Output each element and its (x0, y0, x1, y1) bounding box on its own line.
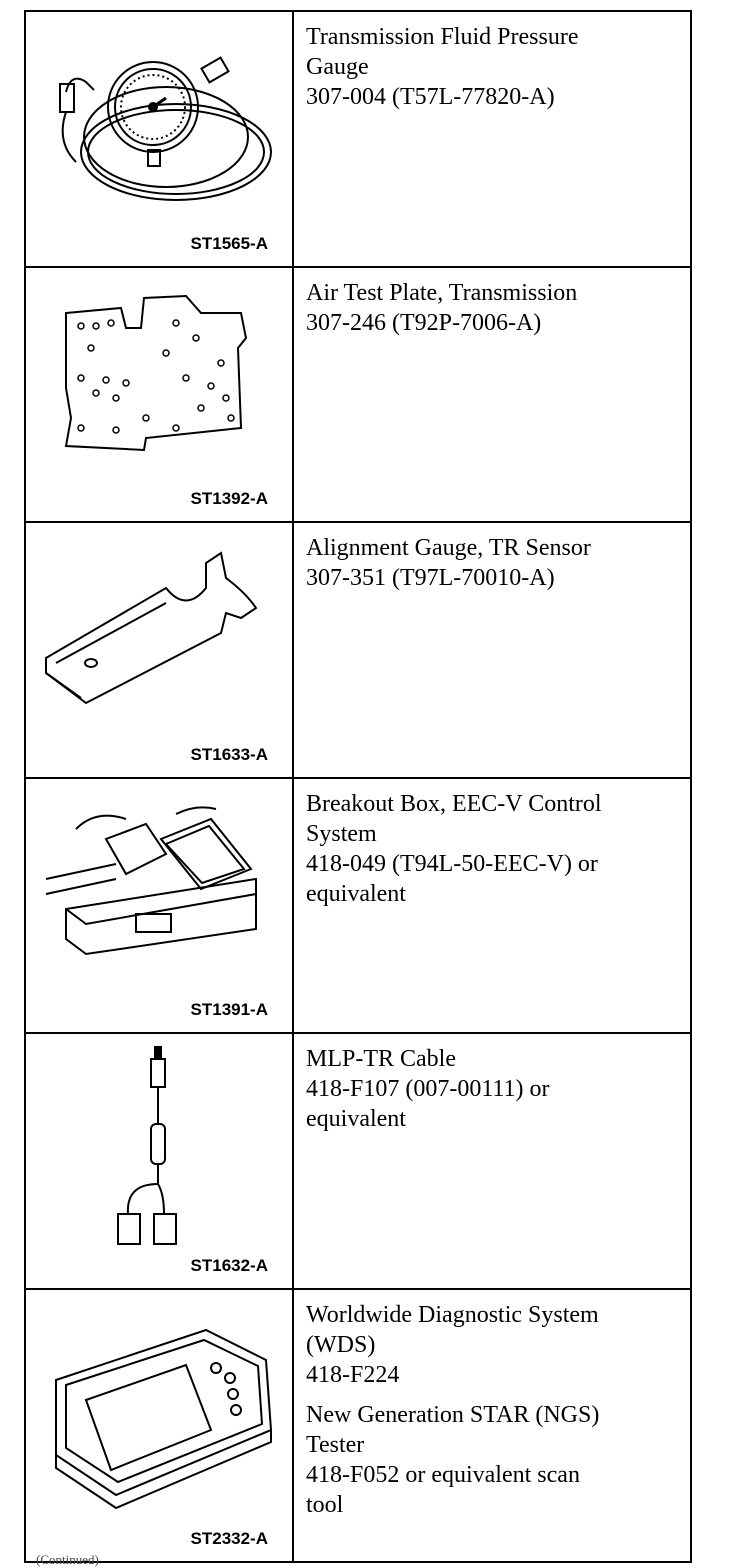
tool-description: Alignment Gauge, TR Sensor 307-351 (T97L… (294, 523, 690, 777)
description-line: 307-246 (T92P-7006-A) (306, 309, 542, 336)
tool-illustration-cell: ST1392-A (26, 267, 294, 521)
description-line: Worldwide Diagnostic System (306, 1301, 599, 1328)
pressure-gauge-icon (59, 56, 272, 201)
description-line: Air Test Plate, Transmission (306, 279, 578, 306)
continued-note: (Continued) (36, 1552, 99, 1567)
air-test-plate-icon (64, 294, 248, 451)
description-line: Transmission Fluid Pressure (306, 24, 579, 50)
tool-row: ST1633-A Alignment Gauge, TR Sensor 307-… (26, 523, 690, 779)
tool-row: ST1632-A MLP-TR Cable 418-F107 (007-0011… (26, 1034, 690, 1290)
tool-illustration-cell: ST1633-A (26, 523, 294, 777)
tool-row: ST1391-A Breakout Box, EEC-V Control Sys… (26, 778, 690, 1034)
tool-description: Air Test Plate, Transmission 307-246 (T9… (294, 268, 690, 522)
tool-row: ST2332-A Worldwide Diagnostic System (WD… (26, 1289, 690, 1561)
tool-code: ST1392-A (190, 489, 268, 508)
description-line: System (306, 820, 377, 847)
tool-row: ST1565-A Transmission Fluid Pressure Gau… (26, 12, 690, 268)
tool-illustration-cell: ST1565-A (26, 12, 294, 266)
description-line: 418-F224 (306, 1361, 400, 1388)
description-line: New Generation STAR (NGS) (306, 1401, 600, 1428)
description-line: equivalent (306, 880, 406, 907)
description-line: 307-004 (T57L-77820-A) (306, 84, 555, 110)
tool-code: ST1633-A (190, 744, 268, 764)
tool-illustration-cell: ST1632-A (26, 1034, 294, 1288)
breakout-box-icon (45, 805, 257, 955)
description-line: Gauge (306, 54, 369, 80)
tool-description: Transmission Fluid Pressure Gauge 307-00… (294, 12, 690, 266)
description-line: Breakout Box, EEC-V Control (306, 790, 602, 817)
description-line: equivalent (306, 1106, 406, 1132)
tool-code: ST1565-A (190, 233, 268, 253)
tool-illustration-cell: ST2332-A (26, 1289, 294, 1561)
description-line: Tester (306, 1431, 365, 1458)
tool-description: Breakout Box, EEC-V Control System 418-0… (294, 779, 690, 1033)
tool-illustration-cell: ST1391-A (26, 778, 294, 1032)
tool-description: Worldwide Diagnostic System (WDS) 418-F2… (294, 1290, 690, 1561)
description-line: MLP-TR Cable (306, 1046, 456, 1072)
description-line: 307-351 (T97L-70010-A) (306, 565, 555, 591)
tool-code: ST2332-A (190, 1528, 268, 1548)
description-line: 418-F052 or equivalent scan (306, 1461, 580, 1488)
tool-description: MLP-TR Cable 418-F107 (007-00111) or equ… (294, 1034, 690, 1288)
special-tools-table: ST1565-A Transmission Fluid Pressure Gau… (24, 10, 692, 1563)
description-line: Alignment Gauge, TR Sensor (306, 535, 591, 561)
scan-tool-icon (55, 1328, 273, 1509)
description-line: 418-F107 (007-00111) or (306, 1076, 550, 1102)
tool-code: ST1391-A (190, 1000, 268, 1019)
cable-icon (117, 1046, 177, 1245)
tool-code: ST1632-A (190, 1255, 268, 1275)
description-line: tool (306, 1491, 344, 1518)
description-line: (WDS) (306, 1331, 376, 1358)
alignment-gauge-icon (45, 551, 258, 705)
tool-row: ST1392-A Air Test Plate, Transmission 30… (26, 267, 690, 523)
description-line: 418-049 (T94L-50-EEC-V) or (306, 850, 598, 877)
